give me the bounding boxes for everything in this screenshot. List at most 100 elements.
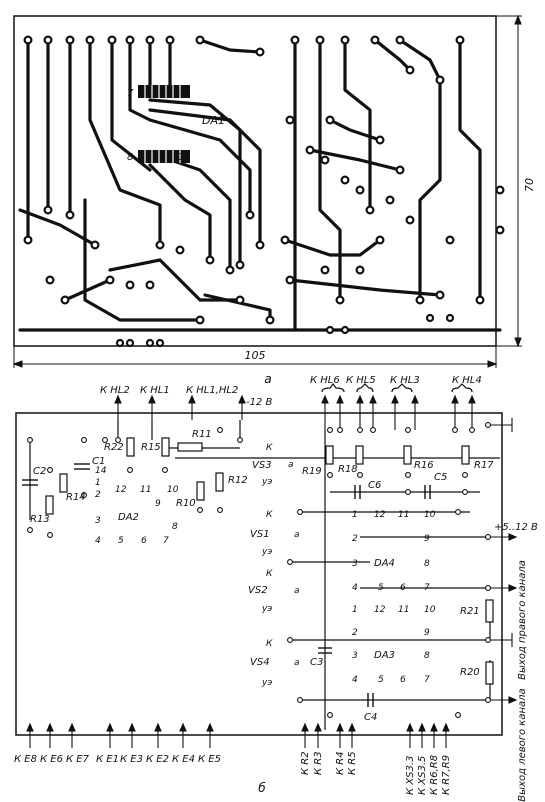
thyristor-pin-labels: К а уэ К а уэ К а уэ К а уэ [261, 443, 300, 688]
top-braces [321, 383, 473, 393]
label-k-hl1-hl2: К HL1,HL2 [186, 385, 238, 396]
da2-pin-14: 14 [95, 466, 107, 476]
da4-pin-11: 11 [398, 510, 409, 520]
da3-pin-4: 4 [352, 675, 358, 685]
label-k-e6: К Е6 [40, 754, 63, 765]
da2-pin-8: 8 [172, 522, 178, 532]
pcb-pin-label-14: 14 [178, 152, 191, 163]
label-r18: R18 [338, 464, 358, 475]
label-c2: C2 [33, 466, 46, 477]
label-k-hl6: К HL6 [310, 375, 340, 386]
label-k-hl3: К HL3 [390, 375, 420, 386]
bottom-arrows [26, 722, 450, 748]
da2-pin-10: 10 [167, 485, 179, 495]
label-k-r4: К R4 [335, 751, 346, 775]
da3-pin-10: 10 [424, 605, 436, 615]
pcb-caption: а [264, 372, 271, 386]
da3-pins: 1 12 11 10 2 9 3 8 4 5 6 7 [352, 605, 436, 685]
da2-pins: 14 1 2 3 4 12 11 10 9 8 5 6 7 [95, 466, 179, 546]
pcb-pads [23, 35, 505, 348]
da2-pin-11: 11 [140, 485, 151, 495]
component-labels: R22 R15 R11 R12 R10 R14 R13 R19 R18 R16 … [30, 429, 494, 723]
da4-pin-12: 12 [374, 510, 386, 520]
vs2-pin-ue: уэ [261, 604, 272, 614]
da2-pin-3: 3 [95, 516, 101, 526]
da2-pin-12: 12 [115, 485, 127, 495]
pcb-board-outline [13, 15, 497, 347]
label-k-hl5: К HL5 [346, 375, 376, 386]
label-r22: R22 [104, 442, 124, 453]
vs3-pin-a: а [288, 460, 294, 470]
da4-pin-5: 5 [378, 583, 384, 593]
resistor-symbols [45, 437, 494, 685]
pcb-traces [18, 38, 502, 332]
label-supply: +5..12 В [494, 522, 538, 533]
label-k-r2: К R2 [300, 751, 311, 775]
vs3-pin-k: К [266, 443, 273, 453]
capacitor-symbols [22, 463, 431, 707]
da2-pin-1: 1 [95, 478, 101, 488]
label-r12: R12 [228, 475, 248, 486]
pcb-dimensions [12, 14, 522, 368]
label-c4: C4 [364, 712, 377, 723]
label-da2: DA2 [118, 512, 139, 523]
label-da3: DA3 [374, 650, 395, 661]
da3-pin-6: 6 [400, 675, 406, 685]
label-right-channel-output: Выход правого канала [517, 560, 528, 680]
label-c1: C1 [92, 456, 105, 467]
da4-pin-6: 6 [400, 583, 406, 593]
vs3-pin-ue: уэ [261, 477, 272, 487]
da3-pin-9: 9 [424, 628, 430, 638]
da4-pin-4: 4 [352, 583, 358, 593]
label-r13: R13 [30, 514, 50, 525]
da4-pin-10: 10 [424, 510, 436, 520]
label-k-hl4: К HL4 [452, 375, 482, 386]
top-arrows [114, 394, 476, 430]
vs1-pin-k: К [266, 510, 273, 520]
da3-pin-3: 3 [352, 651, 358, 661]
label-r14: R14 [66, 492, 86, 503]
label-vs1: VS1 [250, 529, 270, 540]
label-k-xs3-3: К XS3.3 [405, 756, 416, 795]
da4-pin-7: 7 [424, 583, 430, 593]
label-k-e5: К Е5 [198, 754, 221, 765]
label-k-e7: К Е7 [66, 754, 90, 765]
label-vs3: VS3 [252, 460, 272, 471]
label-r17: R17 [474, 460, 494, 471]
da2-pin-9: 9 [155, 499, 161, 509]
schematic-diagram: К HL2 К HL1 К HL1,HL2 -12 В К HL6 К HL5 … [14, 375, 538, 802]
label-r20: R20 [460, 667, 480, 678]
label-k-xs3-5: К XS3.5 [417, 756, 428, 795]
label-k-e2: К Е2 [146, 754, 169, 765]
da2-pin-6: 6 [141, 536, 147, 546]
label-r15: R15 [141, 442, 161, 453]
da2-pin-5: 5 [118, 536, 124, 546]
schematic-board-outline [15, 412, 503, 736]
vs4-pin-k: К [266, 639, 273, 649]
da4-pin-2: 2 [352, 534, 358, 544]
label-c3: C3 [310, 657, 323, 668]
da3-pin-2: 2 [352, 628, 358, 638]
da4-pin-9: 9 [424, 534, 430, 544]
schematic-pads [27, 422, 491, 718]
label-minus-12v: -12 В [246, 397, 273, 408]
label-k-r5: К R5 [347, 751, 358, 775]
pcb-dimension-width: 105 [245, 349, 266, 362]
label-vs2: VS2 [248, 585, 268, 596]
label-k-e1: К Е1 [96, 754, 119, 765]
pcb-dimension-height: 70 [523, 178, 536, 192]
label-k-r3: К R3 [313, 751, 324, 775]
pcb-chip-da1 [138, 85, 190, 163]
schematic-caption: б [258, 781, 266, 795]
label-da4: DA4 [374, 558, 395, 569]
label-k-r6-r8: К R6,R8 [429, 755, 440, 795]
vs4-pin-ue: уэ [261, 678, 272, 688]
right-terminals [488, 418, 518, 704]
label-k-r7-r9: К R7,R9 [441, 755, 452, 795]
da4-pin-1: 1 [352, 510, 358, 520]
label-c5: C5 [434, 472, 447, 483]
pcb-chip-label: DA1 [202, 114, 225, 127]
label-k-hl1: К HL1 [140, 385, 170, 396]
vs4-pin-a: а [294, 658, 300, 668]
